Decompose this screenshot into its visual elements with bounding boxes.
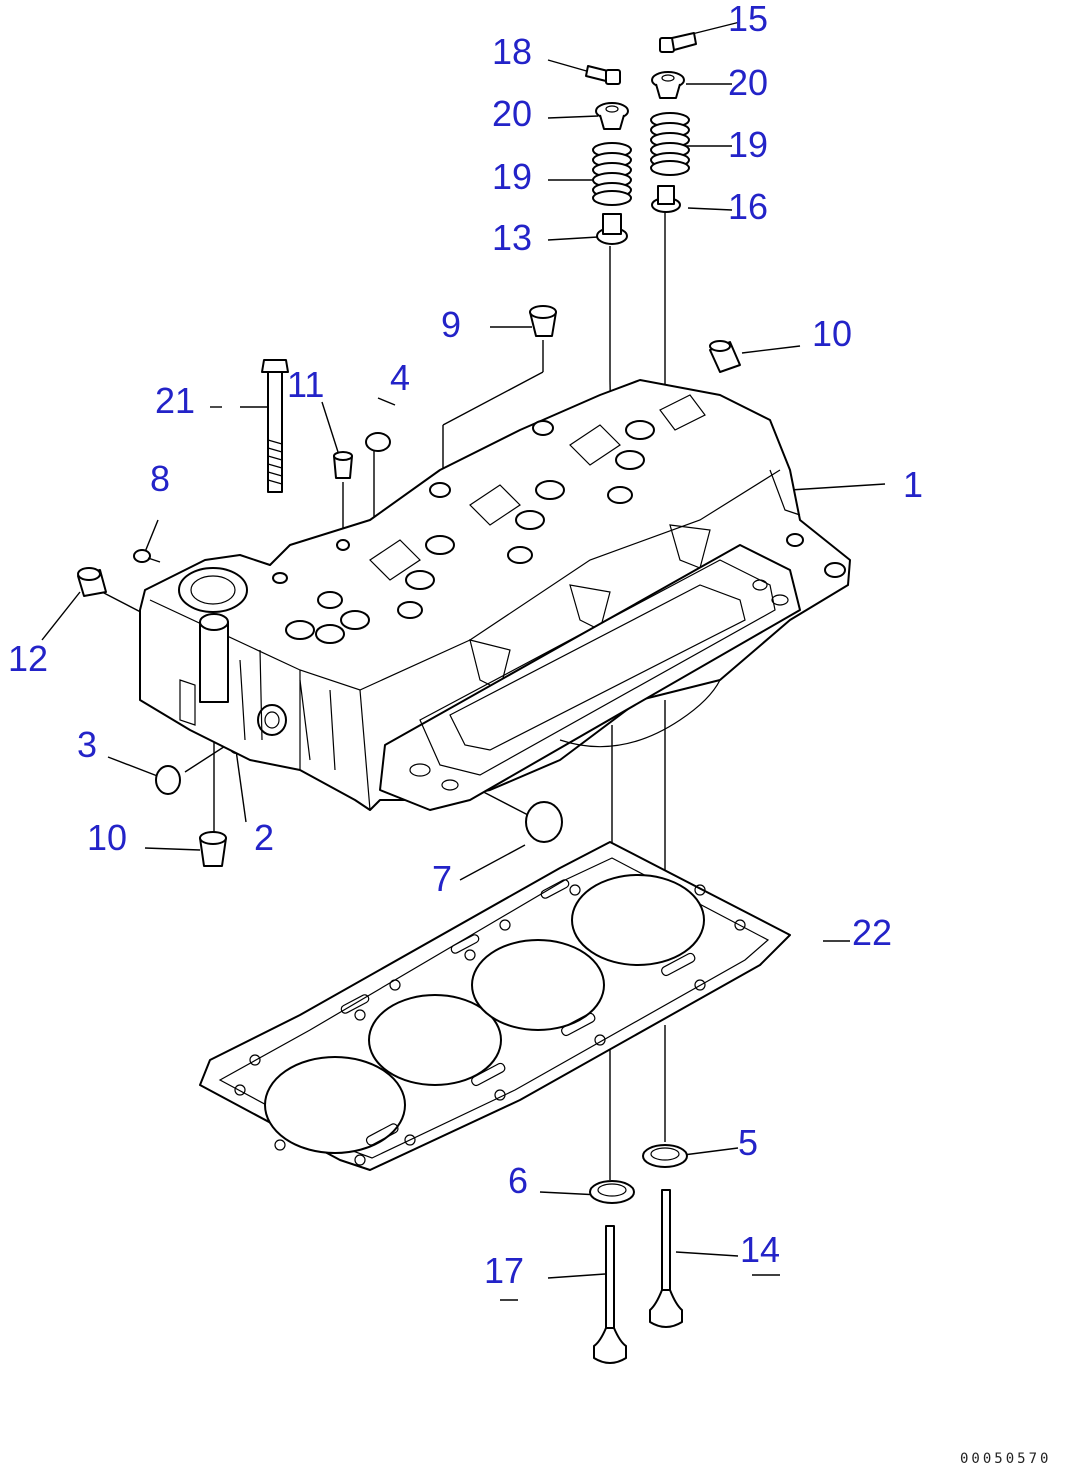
- callout-17: 17: [484, 1250, 524, 1291]
- callout-8: 8: [150, 458, 170, 499]
- callout-10-bottom: 10: [87, 817, 127, 858]
- gasket-bore-4: [571, 874, 705, 966]
- part-17-valve: [593, 1225, 627, 1364]
- part-15-screw: [659, 32, 697, 53]
- gasket-bore-1: [264, 1056, 406, 1154]
- component-parts: [77, 32, 741, 1364]
- intake-manifold-face: [379, 544, 801, 811]
- part-1-cylinder-head: [139, 379, 851, 811]
- part-18-screw: [585, 65, 621, 85]
- callout-14: 14: [740, 1229, 780, 1270]
- part-20-retainer-left: [595, 102, 629, 130]
- callout-11: 11: [287, 364, 324, 405]
- callout-1: 1: [903, 464, 923, 505]
- gasket-bolt-holes: [234, 884, 746, 1166]
- callout-12: 12: [8, 638, 48, 679]
- part-11-plug: [333, 451, 353, 479]
- part-21-head-bolt: [261, 359, 289, 493]
- callout-13: 13: [492, 217, 532, 258]
- part-5-valve-insert: [642, 1144, 688, 1168]
- part-6-valve-insert: [589, 1180, 635, 1204]
- part-12-plug: [77, 567, 107, 597]
- part-7-cap: [525, 801, 563, 843]
- callout-10-top: 10: [812, 313, 852, 354]
- callout-20-right: 20: [728, 62, 768, 103]
- part-9-plug: [529, 305, 557, 337]
- callout-2: 2: [254, 817, 274, 858]
- callout-22: 22: [852, 912, 892, 953]
- callout-16: 16: [728, 186, 768, 227]
- callout-21: 21: [155, 380, 195, 421]
- callout-7: 7: [432, 858, 452, 899]
- part-8-dowel: [133, 549, 161, 563]
- part-13-valve-seal: [596, 213, 628, 245]
- gasket-bore-2: [368, 994, 502, 1086]
- callout-5: 5: [738, 1122, 758, 1163]
- callout-19-right: 19: [728, 124, 768, 165]
- part-19-spring-left: [592, 142, 632, 206]
- callout-15: 15: [728, 0, 768, 39]
- gasket-bore-3: [471, 939, 605, 1031]
- gasket-water-slots: [340, 879, 696, 1146]
- callout-9: 9: [441, 304, 461, 345]
- part-3-plug: [155, 765, 181, 795]
- part-20-retainer-right: [651, 71, 685, 99]
- callout-19-left: 19: [492, 156, 532, 197]
- part-4-o-ring: [365, 432, 391, 452]
- part-22-head-gasket: [199, 841, 791, 1171]
- callout-20-left: 20: [492, 93, 532, 134]
- part-10-plug-top: [709, 340, 741, 373]
- callout-4: 4: [390, 357, 410, 398]
- callout-6: 6: [508, 1160, 528, 1201]
- valve-pockets: [272, 420, 655, 644]
- callout-18: 18: [492, 31, 532, 72]
- part-19-spring-right: [650, 112, 690, 176]
- callout-3: 3: [77, 724, 97, 765]
- part-10-plug-bottom: [199, 831, 227, 867]
- part-14-valve: [649, 1189, 683, 1328]
- part-16-valve-seal: [651, 185, 681, 213]
- document-number: 00050570: [960, 1451, 1051, 1467]
